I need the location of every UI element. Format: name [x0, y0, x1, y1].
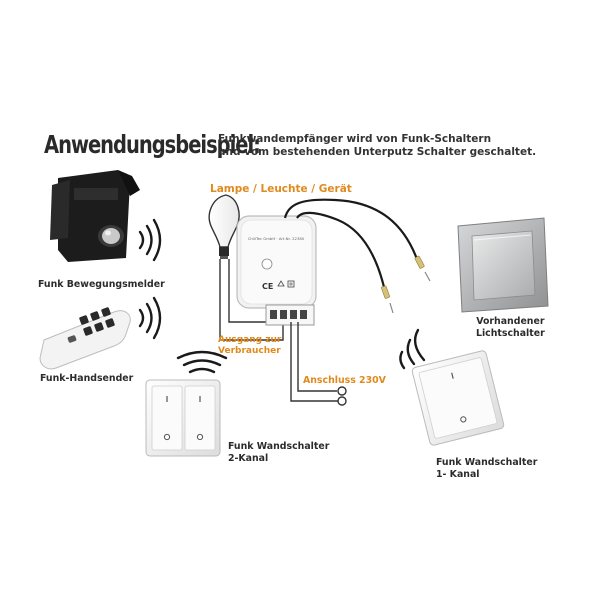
wall-switch-1ch-label-line1: Funk Wandschalter [436, 457, 538, 468]
wall-switch-1ch-label-line2: 1- Kanal [436, 469, 480, 480]
existing-switch-icon [457, 217, 549, 313]
hand-transmitter-label: Funk-Handsender [40, 373, 134, 384]
switch-wires [283, 198, 420, 288]
output-label: Ausgang zur Verbraucher [218, 335, 281, 357]
ce-mark: CE [262, 282, 273, 291]
wall-switch-1ch-label: Funk Wandschalter 1- Kanal [436, 457, 537, 481]
existing-switch-label: Vorhandener Lichtschalter [476, 316, 545, 340]
radio-waves-icon [138, 218, 426, 374]
lamp-wires [219, 259, 284, 341]
motion-sensor-label: Funk Bewegungsmelder [38, 279, 165, 290]
subtitle-line-1: Funkwandempfänger wird von Funk-Schalter… [218, 133, 492, 145]
output-label-line2: Verbraucher [218, 346, 281, 356]
wall-switch-1ch-icon [411, 350, 505, 446]
wall-switch-2ch-label-line2: 2-Kanal [228, 453, 269, 464]
lamp-icon [208, 194, 240, 259]
wall-switch-2ch-label-line1: Funk Wandschalter [228, 441, 330, 452]
power-wires [290, 322, 347, 406]
wall-switch-2ch-label: Funk Wandschalter 2-Kanal [228, 441, 329, 465]
subtitle-line-2: und vom bestehenden Unterputz Schalter g… [218, 146, 537, 158]
motion-sensor-icon [50, 170, 140, 262]
receiver-print-text: ChiliTec GmbH · Art.Nr. 22380 [248, 236, 305, 241]
receiver-module-icon: ChiliTec GmbH · Art.Nr. 22380 CE [236, 215, 317, 326]
remote-icon [39, 307, 131, 370]
existing-switch-label-line2: Lichtschalter [476, 328, 545, 339]
wire-ferrules [381, 255, 431, 314]
power-label: Anschluss 230V [303, 375, 386, 386]
existing-switch-label-line1: Vorhandener [476, 316, 545, 327]
wall-switch-2ch-icon [145, 379, 221, 457]
output-label-line1: Ausgang zur [218, 335, 282, 345]
page-title: Anwendungsbeispiel: [44, 130, 261, 159]
lamp-label: Lampe / Leuchte / Gerät [210, 183, 352, 195]
page-subtitle: Funkwandempfänger wird von Funk-Schalter… [218, 133, 536, 159]
